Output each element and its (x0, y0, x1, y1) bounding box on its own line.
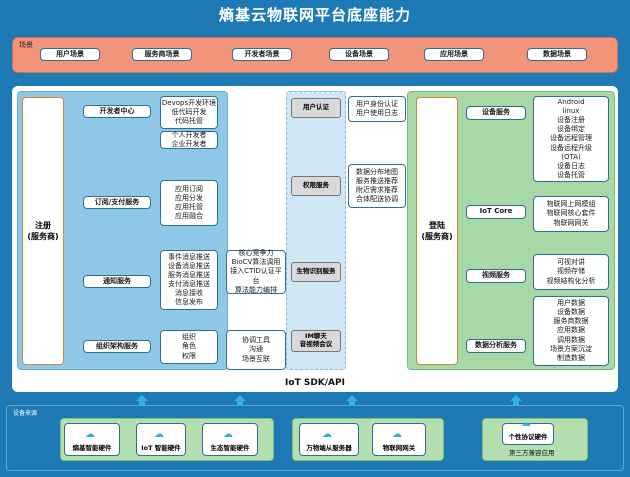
auth-permission: 权限服务 (291, 176, 341, 196)
cloud-icon: ☁ (85, 429, 95, 440)
scene-item-device: 设备场景 (329, 48, 389, 61)
scene-band: 场景 (12, 37, 618, 73)
category-subscription-payment: 订阅/支付服务 (83, 196, 151, 209)
device-server: ☁ 万物端从服务器 (299, 423, 359, 456)
device-label: 个性协议硬件 (508, 433, 548, 441)
third-party-label: 第三方兼容应用 (509, 449, 555, 457)
device-label: 万物端从服务器 (306, 444, 352, 452)
scene-item-developer: 开发者场景 (232, 48, 292, 61)
device-zkteco-hardware: ☁ 熵基智能硬件 (64, 423, 120, 456)
scene-item-user: 用户场景 (40, 48, 100, 61)
up-arrow-icon (510, 395, 522, 407)
detail-data-analysis: 用户数据 设备数据 服务商数据 应用数据 调用数据 场景方案沉淀 制造数据 (533, 296, 609, 366)
detail-device-service: Android linux 设备注册 设备绑定 设备远程管理 设备远程升级 (O… (533, 96, 609, 182)
category-notification: 通知服务 (83, 275, 151, 288)
cloud-icon: ☁ (154, 429, 164, 440)
cloud-icon: ☁ (521, 418, 531, 429)
device-custom-protocol: ☁ 个性协议硬件 (502, 419, 554, 445)
auth-biometric: 生物识别服务 (291, 262, 341, 282)
cloud-icon: ☁ (392, 429, 402, 440)
user-protocol-box: 用户身份认证 用户使用日志 (348, 96, 406, 122)
detail-iot-core: 物联网上网模组 物联网核心套件 物联网网关 (533, 196, 609, 232)
auth-user: 用户认证 (291, 98, 341, 118)
auth-im-meeting: IM聊天 音视频会议 (291, 330, 341, 352)
cloud-icon: ☁ (322, 429, 332, 440)
device-label: 物联网网关 (382, 444, 416, 452)
device-label: 熵基智能硬件 (72, 444, 112, 452)
cloud-icon: ☁ (223, 429, 233, 440)
device-source-label: 设备来源 (13, 410, 38, 417)
device-label: IoT 智能硬件 (141, 444, 181, 452)
device-label: 生态智能硬件 (210, 444, 250, 452)
scene-label: 场景 (19, 41, 33, 49)
device-eco-hardware: ☁ 生态智能硬件 (202, 423, 258, 456)
up-arrow-icon (234, 395, 246, 407)
detail-message-push: 事件消息推送 设备消息推送 服务消息推送 支付消息推送 消息接收 信息发布 (160, 250, 218, 310)
scene-item-data: 数据场景 (527, 48, 587, 61)
scene-item-app: 应用场景 (424, 48, 484, 61)
login-column: 登陆 (服务商) (416, 97, 458, 365)
detail-app-subscription: 应用订阅 应用分发 应用托管 应用融合 (160, 180, 218, 226)
device-gateway: ☁ 物联网网关 (372, 423, 426, 456)
category-video-service: 视频服务 (466, 269, 526, 283)
category-device-service: 设备服务 (466, 106, 526, 120)
up-arrow-icon (346, 395, 358, 407)
page-title: 熵基云物联网平台底座能力 (218, 6, 411, 24)
category-org-structure: 组织架构服务 (83, 340, 151, 353)
middle-panel (286, 91, 346, 370)
data-distribution-box: 数据分布地图 服务推送推荐 附近需求推荐 合体配送协调 (348, 164, 406, 208)
detail-developer-types: 个人开发者 企业开发者 (160, 131, 218, 149)
collaboration-box: 协调工具 沟通 场景互联 (226, 330, 286, 370)
register-column: 注册 (服务商) (22, 97, 64, 365)
detail-video-service: 可视对讲 视频存储 视频结构化分析 (533, 254, 609, 290)
core-competence-box: 核心竞争力 BioCV算法调用 接入CTID认证平台 算法能力编排 (226, 249, 286, 294)
detail-devops: Devops开发环境 低代码开发 代码托管 (160, 96, 218, 129)
scene-item-provider: 服务商场景 (132, 48, 192, 61)
sdk-label: IoT SDK/API (285, 378, 345, 388)
category-developer-center: 开发者中心 (83, 105, 151, 118)
category-iot-core: IoT Core (466, 205, 526, 219)
up-arrow-icon (136, 395, 148, 407)
device-iot-hardware: ☁ IoT 智能硬件 (136, 423, 186, 456)
detail-org-roles: 组织 角色 权限 (160, 330, 218, 364)
category-data-analysis: 数据分析服务 (466, 339, 526, 353)
